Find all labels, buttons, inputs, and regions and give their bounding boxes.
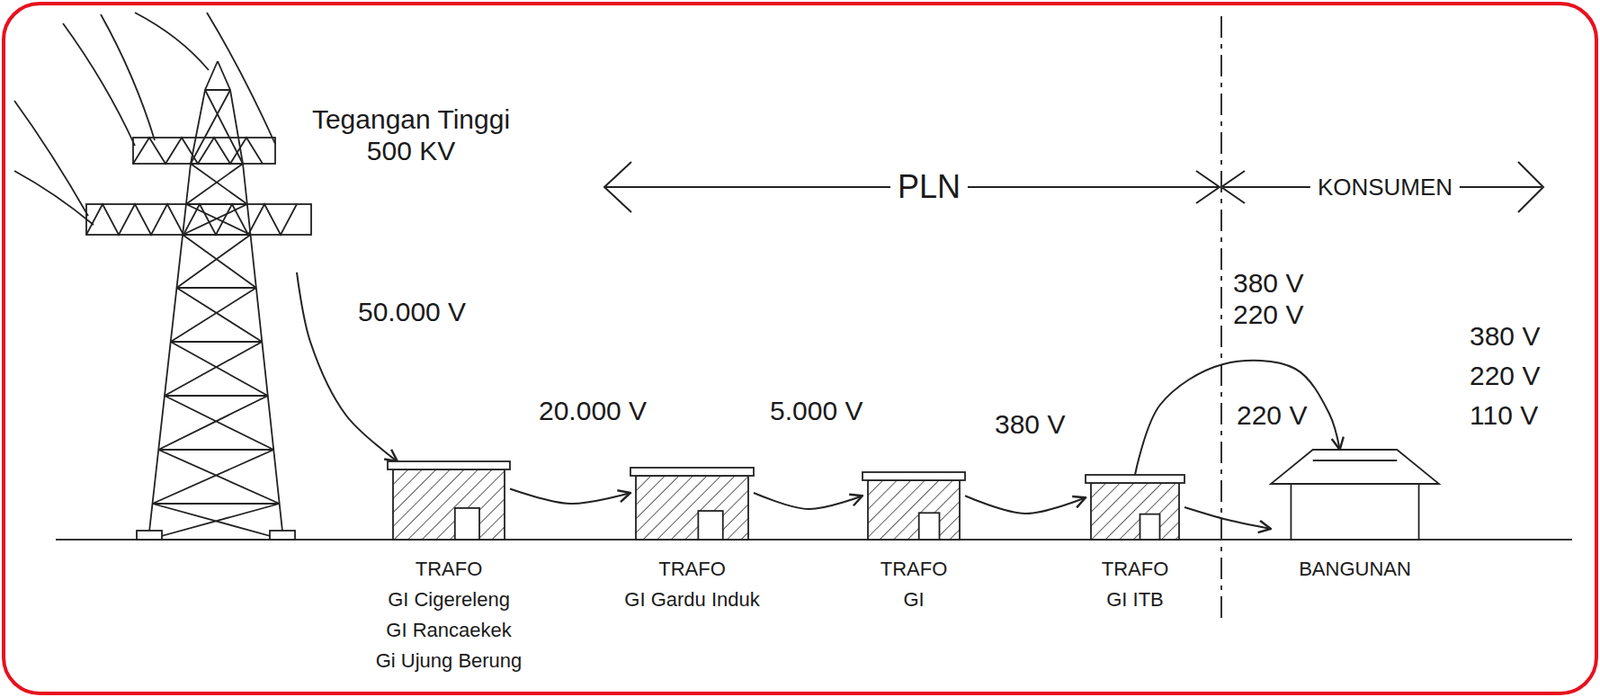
frame <box>3 3 1597 694</box>
station-name: GI Cigereleng <box>375 584 523 616</box>
trafo-shape <box>630 467 754 540</box>
node-title: TRAFO <box>375 554 523 585</box>
node-title: BANGUNAN <box>1298 554 1412 585</box>
house-shape <box>1270 449 1440 540</box>
power-line <box>965 495 1086 514</box>
node-title: TRAFO <box>624 554 760 585</box>
transformer-box: TRAFOGI <box>862 472 966 540</box>
voltage-label: 110 V <box>1469 400 1538 431</box>
trafo-shape <box>862 472 966 540</box>
node-caption: BANGUNAN <box>1298 554 1412 585</box>
boundary-line <box>1220 16 1223 619</box>
transformer-box: TRAFOGI CigerelengGI RancaekekGi Ujung B… <box>387 461 510 540</box>
voltage-title: Tegangan Tinggi 500 KV <box>298 104 524 167</box>
edge-voltage: 5.000 V <box>767 395 866 428</box>
power-line <box>753 492 863 510</box>
station-name: GI Rancaekek <box>375 615 523 646</box>
voltage-label: 380 V <box>1469 321 1540 352</box>
zone-label: KONSUMEN <box>1310 173 1460 202</box>
node-caption: TRAFOGI Gardu Induk <box>624 554 760 616</box>
zone-label: PLN <box>890 168 968 206</box>
edge-voltage: 380 V <box>992 409 1068 441</box>
station-name: GI <box>880 584 948 616</box>
edge-voltage: 20.000 V <box>536 395 650 428</box>
transformer-box: TRAFOGI Gardu Induk <box>630 467 754 540</box>
power-line <box>509 488 631 504</box>
station-name: GI ITB <box>1101 584 1170 616</box>
node-title: TRAFO <box>1101 554 1170 585</box>
node-title: TRAFO <box>880 554 948 585</box>
transformer-box: TRAFOGI ITB <box>1085 474 1185 540</box>
tower-shape <box>125 61 297 542</box>
node-caption: TRAFOGI CigerelengGI RancaekekGi Ujung B… <box>375 554 523 677</box>
power-line <box>1184 507 1271 529</box>
station-name: Gi Ujung Berung <box>375 645 523 677</box>
trafo-shape <box>387 461 510 540</box>
station-name: GI Gardu Induk <box>624 584 760 616</box>
edge-voltage: 50.000 V <box>355 296 469 329</box>
zone-arrows <box>604 161 1544 213</box>
transmission-tower: Tegangan Tinggi 500 KV <box>125 61 297 542</box>
building: BANGUNAN <box>1270 449 1440 540</box>
edge-voltage: 380 V 220 V <box>1230 268 1322 331</box>
node-caption: TRAFOGI ITB <box>1101 554 1170 616</box>
trafo-shape <box>1085 474 1185 540</box>
voltage-label: 220 V <box>1469 360 1540 392</box>
node-caption: TRAFOGI <box>880 554 948 616</box>
edge-voltage: 220 V <box>1233 400 1310 432</box>
